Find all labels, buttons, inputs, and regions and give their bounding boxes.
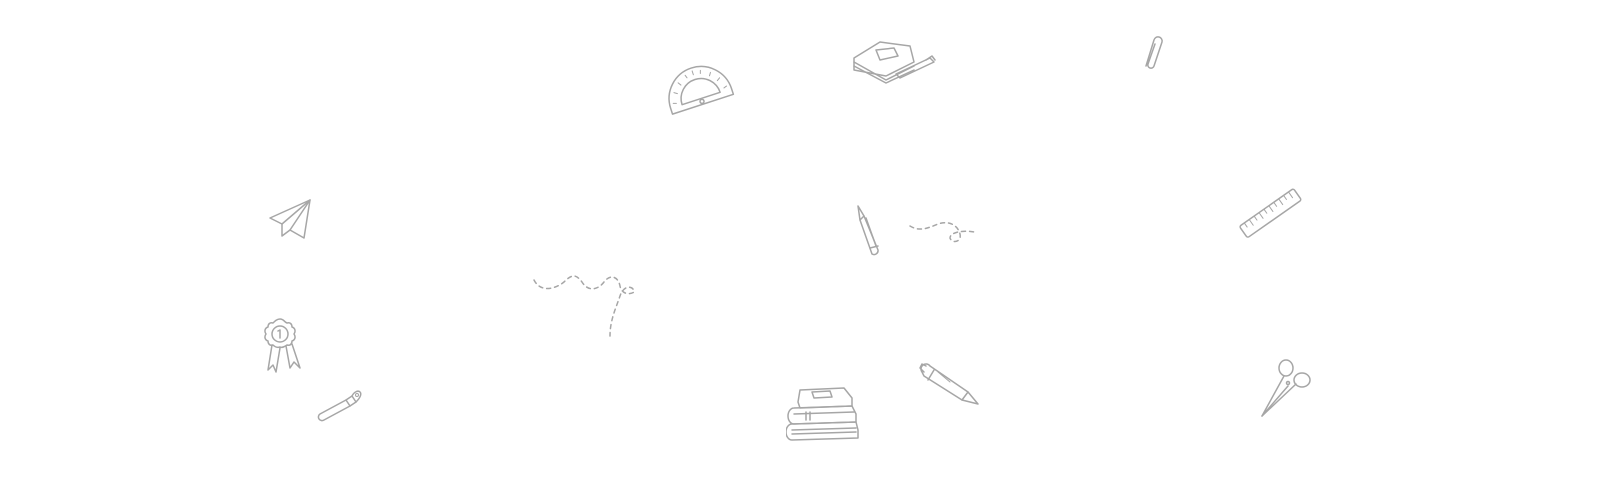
pen-icon bbox=[916, 362, 982, 408]
book-and-marker-icon bbox=[850, 36, 936, 84]
protractor-icon bbox=[660, 55, 736, 117]
award-ribbon-icon bbox=[256, 316, 306, 378]
paper-plane-icon bbox=[266, 196, 316, 242]
dashed-trail-left bbox=[528, 264, 640, 344]
paperclip-icon bbox=[1140, 32, 1164, 70]
pencil-icon bbox=[852, 202, 888, 258]
ruler-icon bbox=[1236, 184, 1306, 244]
stacked-books-icon bbox=[786, 384, 862, 444]
paintbrush-icon bbox=[316, 388, 366, 424]
dashed-trail-right bbox=[906, 218, 978, 250]
scissors-icon bbox=[1256, 356, 1314, 420]
